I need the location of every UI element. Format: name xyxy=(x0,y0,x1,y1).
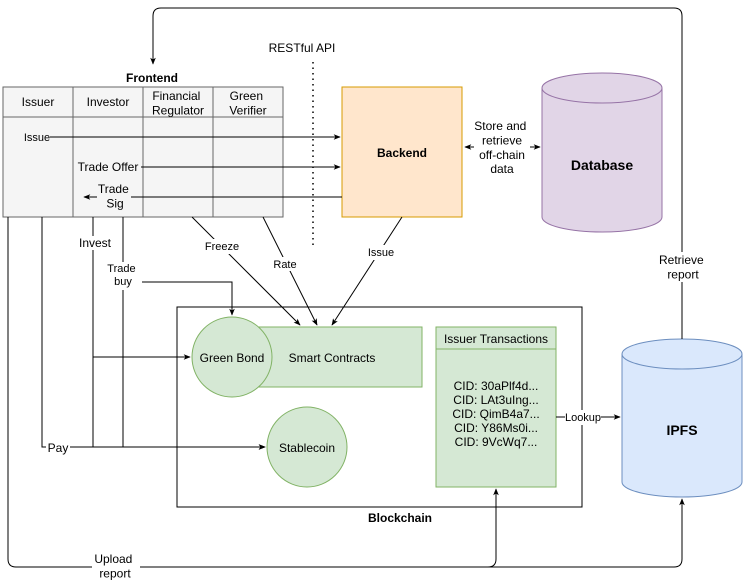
green-bond-circle xyxy=(191,316,273,398)
backend-box xyxy=(341,86,463,218)
frontend-column-financial-regulator-text: Financial xyxy=(152,89,200,103)
frontend-title: Frontend xyxy=(126,71,178,85)
backend-issue-edge xyxy=(331,216,403,326)
blockchain-label: Blockchain xyxy=(368,511,432,525)
upload-report-edge-label-text: Upload xyxy=(94,552,132,566)
frontend-column-issuer: Issuer xyxy=(22,95,55,109)
trade-offer-edge-label: Trade Offer xyxy=(78,160,139,174)
upload-report-issuer-transactions-edge xyxy=(487,488,499,568)
backend-issue-edge-label: Issue xyxy=(368,247,394,259)
store-retrieve-label-text: off-chain xyxy=(479,148,525,162)
trade-buy-green-bond-edge xyxy=(123,281,235,316)
cid-item: CID: 9VcWq7... xyxy=(455,435,538,449)
frontend-column-investor: Investor xyxy=(87,95,130,109)
frontend-column-green-verifier: Green Verifier xyxy=(229,89,266,117)
trade-sig-edge-label: Trade Sig xyxy=(98,182,132,210)
upload-report-edge xyxy=(7,217,685,568)
database-cylinder xyxy=(541,72,663,233)
green-bond-label: Green Bond xyxy=(200,351,265,365)
retrieve-report-edge-label: Retrieve report xyxy=(659,253,707,281)
store-retrieve-label-text: retrieve xyxy=(482,133,522,147)
ipfs-label: IPFS xyxy=(666,422,697,438)
store-retrieve-label-text: data xyxy=(490,162,514,176)
frontend-column-financial-regulator: Financial Regulator xyxy=(152,89,204,117)
smart-contracts-label: Smart Contracts xyxy=(289,351,376,365)
issue-edge-label: Issue xyxy=(24,132,50,144)
restful-api-label: RESTful API xyxy=(269,41,336,55)
cid-item: CID: QimB4a7... xyxy=(452,407,539,421)
upload-report-edge-label: Upload report xyxy=(94,552,135,580)
retrieve-report-edge-label-text: Retrieve xyxy=(659,253,704,267)
trade-buy-edge-label-text: Trade xyxy=(107,263,135,275)
issuer-transactions-box xyxy=(435,326,557,488)
upload-report-edge-label-text: report xyxy=(99,566,131,580)
database-label: Database xyxy=(571,157,633,173)
cid-item: CID: 30aPlf4d... xyxy=(454,379,539,393)
stablecoin-label: Stablecoin xyxy=(279,441,335,455)
rate-edge-label: Rate xyxy=(273,259,296,271)
cid-item: CID: LAt3uIng... xyxy=(453,393,538,407)
freeze-edge-label: Freeze xyxy=(205,241,239,253)
retrieve-report-edge-label-text: report xyxy=(667,267,699,281)
frontend-column-green-verifier-text: Green xyxy=(230,89,263,103)
frontend-column-green-verifier-text: Verifier xyxy=(229,103,266,117)
freeze-edge xyxy=(191,216,301,326)
trade-buy-edge-label: Trade buy xyxy=(107,263,138,288)
invest-edge-label: Invest xyxy=(79,236,112,250)
trade-sig-edge-label-text: Trade xyxy=(98,182,129,196)
trade-buy-edge xyxy=(122,217,266,450)
issuer-transactions-title: Issuer Transactions xyxy=(444,332,548,346)
cid-item: CID: Y86Ms0i... xyxy=(454,421,538,435)
pay-edge-label: Pay xyxy=(48,441,69,455)
lookup-edge-label: Lookup xyxy=(565,412,601,424)
ipfs-cylinder xyxy=(621,338,743,498)
trade-sig-edge-label-text: Sig xyxy=(106,196,123,210)
backend-label: Backend xyxy=(377,146,427,160)
trade-buy-edge-label-text: buy xyxy=(114,276,132,288)
retrieve-report-edge xyxy=(150,7,683,339)
frontend-box xyxy=(2,86,284,218)
store-retrieve-label-text: Store and xyxy=(474,119,526,133)
stablecoin-circle xyxy=(266,406,348,488)
frontend-column-financial-regulator-text: Regulator xyxy=(152,103,204,117)
